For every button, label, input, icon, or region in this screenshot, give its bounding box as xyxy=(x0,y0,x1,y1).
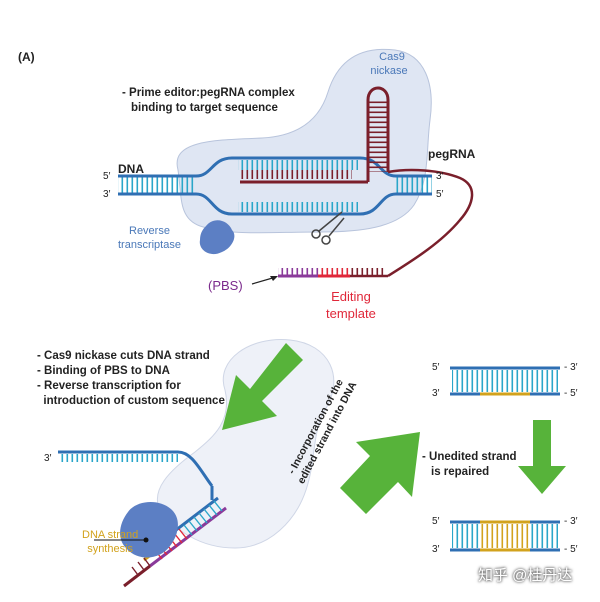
right-top-5r-label: - 5′ xyxy=(564,388,578,399)
arrow-incorporation xyxy=(340,432,420,514)
dna-rungs-bottomleft xyxy=(60,454,178,462)
pegrna-hairpin xyxy=(366,86,390,182)
dna-bubble-bottom-strand xyxy=(195,192,397,216)
pbs-label: (PBS) xyxy=(208,278,243,293)
bullet-3: - Reverse transcription for xyxy=(37,380,181,392)
pegrna-scaffold-tail xyxy=(387,168,474,278)
right-bottom-duplex xyxy=(450,520,560,552)
cas9-label-line2: nickase xyxy=(370,65,408,77)
cas9-label-line1: Cas9 xyxy=(379,51,405,63)
repair-line2: is repaired xyxy=(431,466,490,478)
right-top-3-label: - 3′ xyxy=(564,362,578,373)
right-bot-5-label: 5′ xyxy=(432,516,440,527)
dna-bubble-top-rungs xyxy=(238,160,358,170)
editing-line2: template xyxy=(326,306,376,321)
step-line2: binding to target sequence xyxy=(131,102,278,114)
bullet-2: - Binding of PBS to DNA xyxy=(37,365,170,377)
arrow-repair xyxy=(518,420,566,494)
dna-label: DNA xyxy=(118,162,144,176)
right-top-3l-label: 3′ xyxy=(432,388,440,399)
step-text-bottom-left: - Cas9 nickase cuts DNA strand - Binding… xyxy=(37,349,225,409)
rt-label-line1: Reverse xyxy=(129,225,170,237)
reverse-transcriptase-shape xyxy=(199,220,235,255)
scissors-icon xyxy=(311,211,345,245)
editing-template-label: Editing template xyxy=(326,288,376,322)
right-bot-3l-label: 3′ xyxy=(432,544,440,555)
end-label-3-top-left: 3′ xyxy=(103,189,111,200)
dna-bubble-bottom-rungs xyxy=(238,202,358,212)
editing-line1: Editing xyxy=(331,289,371,304)
right-top-duplex xyxy=(450,366,560,396)
dna-duplex-right-rungs xyxy=(396,176,432,194)
cas9-label: Cas9 nickase xyxy=(370,50,412,78)
pbs-rungs xyxy=(278,268,318,276)
editing-template-rungs xyxy=(318,268,350,276)
repair-line1: - Unedited strand xyxy=(422,451,517,463)
extension-rungs xyxy=(350,268,386,276)
dna-duplex-left-rungs xyxy=(118,176,196,194)
repair-text: - Unedited strand is repaired xyxy=(422,450,517,480)
rt-label-line2: transcriptase xyxy=(118,239,181,251)
right-bot-3-label: - 3′ xyxy=(564,516,578,527)
arrow-step1 xyxy=(222,343,303,430)
cas9-complex-shape-2 xyxy=(156,339,335,549)
bullet-1: - Cas9 nickase cuts DNA strand xyxy=(37,350,210,362)
panel-label: (A) xyxy=(18,50,35,64)
pegrna-hairpin-rungs xyxy=(369,100,387,172)
pegrna-spacer-rungs xyxy=(240,170,352,179)
synth-line2: synthesis xyxy=(87,543,134,555)
synth-line1: DNA strand xyxy=(82,529,139,541)
right-bot-5r-label: - 5′ xyxy=(564,544,578,555)
end-label-3-bottom-left: 3′ xyxy=(44,453,52,464)
right-top-5-label: 5′ xyxy=(432,362,440,373)
watermark: 知乎 @桂丹达 xyxy=(478,567,573,584)
step-text-top: - Prime editor:pegRNA complex binding to… xyxy=(122,86,295,116)
end-label-3-top-right: 3′ xyxy=(436,171,444,182)
pegrna-label: pegRNA xyxy=(428,147,476,161)
step-line1: - Prime editor:pegRNA complex xyxy=(122,87,295,99)
end-label-5-top-right: 5′ xyxy=(436,189,444,200)
end-label-5-top-left: 5′ xyxy=(103,171,111,182)
synthesis-label: DNA strand synthesis xyxy=(82,528,138,556)
rt-label: Reverse transcriptase xyxy=(118,224,181,252)
bullet-4: introduction of custom sequence xyxy=(37,395,225,407)
reverse-transcriptase-shape-2 xyxy=(120,501,178,558)
arrows xyxy=(222,343,566,514)
